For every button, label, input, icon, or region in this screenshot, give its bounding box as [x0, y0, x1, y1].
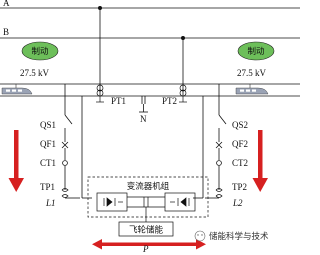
neutral-section [139, 96, 148, 113]
qs1-switch [64, 114, 73, 125]
ct2-icon [216, 160, 222, 166]
bus-lines [0, 7, 300, 39]
flywheel-label: 飞轮储能 [129, 225, 164, 236]
dc-link [127, 196, 165, 222]
l1-label: L1 [45, 198, 56, 208]
watermark: 储能科学与技术 [194, 230, 269, 242]
bus-a-label: A [3, 0, 10, 8]
power-flow-right-arrow-icon [252, 130, 268, 192]
watermark-text: 储能科学与技术 [209, 231, 269, 242]
qs1-label: QS1 [40, 120, 56, 130]
brake-left-label: 制动 [31, 46, 49, 57]
tp2-label: TP2 [232, 182, 247, 192]
left-branch [61, 84, 92, 199]
qs2-switch [218, 114, 227, 125]
neutral-label: N [140, 114, 147, 124]
voltage-right-label: 27.5 kV [237, 68, 267, 78]
traction-power-diagram: A B 制动 制动 27.5 kV 27.5 kV N [0, 0, 300, 254]
converter-unit-box [87, 176, 209, 218]
flywheel-storage-box [118, 221, 174, 237]
pt1-label: PT1 [111, 96, 126, 106]
qf2-label: QF2 [232, 139, 248, 149]
power-bidirectional-arrow-icon [92, 239, 206, 250]
bus-b-label: B [3, 27, 9, 37]
brake-right: 制动 [237, 41, 275, 61]
converter-left-icon [96, 192, 128, 212]
train-left-icon [1, 84, 33, 95]
ct1-label: CT1 [40, 158, 56, 168]
ct2-label: CT2 [232, 158, 248, 168]
power-flow-left-arrow-icon [8, 130, 24, 192]
tp2-coil-icon [215, 188, 223, 198]
l2-label: L2 [232, 198, 243, 208]
pt2-transformer-icon [179, 84, 187, 103]
converter-right-icon [164, 192, 196, 212]
brake-left: 制动 [21, 41, 59, 61]
voltage-left-label: 27.5 kV [20, 68, 50, 78]
right-branch [193, 84, 227, 199]
ct1-icon [62, 160, 68, 166]
wechat-icon [194, 230, 206, 242]
power-label: P [142, 244, 149, 254]
converter-label: 变流器机组 [127, 181, 170, 192]
tp1-coil-icon [61, 188, 69, 198]
pt1-transformer-icon [96, 84, 104, 103]
qf1-label: QF1 [40, 139, 56, 149]
pt2-label: PT2 [162, 96, 177, 106]
brake-right-label: 制动 [247, 46, 265, 57]
feeder-lines [98, 6, 185, 96]
train-right-icon [235, 84, 269, 95]
tp1-label: TP1 [40, 182, 55, 192]
qs2-label: QS2 [232, 120, 248, 130]
